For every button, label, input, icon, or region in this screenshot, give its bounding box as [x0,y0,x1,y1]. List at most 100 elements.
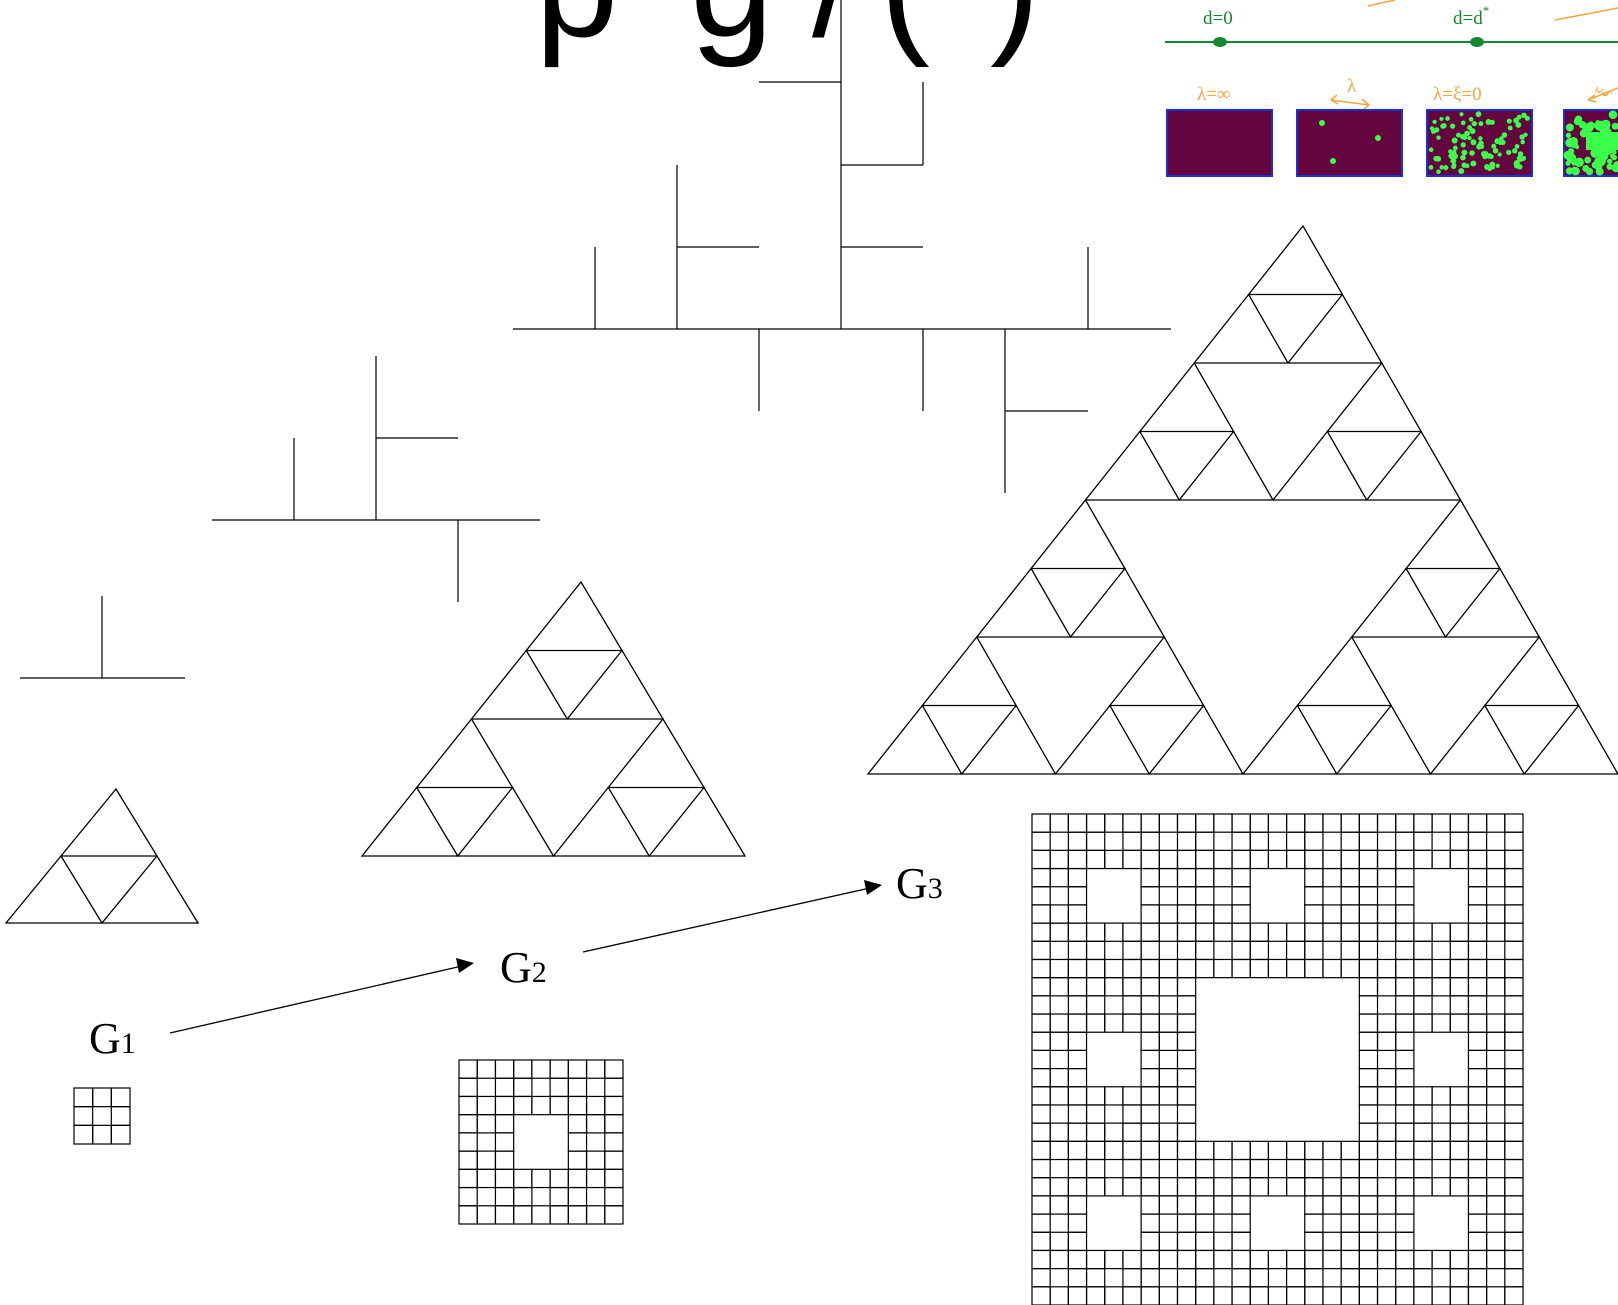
axis-label-dstar-text: d=d [1453,8,1483,29]
sierpinski-carpets [74,814,1523,1305]
carpet-cell [1268,850,1286,868]
carpet-cell [1232,887,1250,905]
carpet-cell [1196,887,1214,905]
carpet-cell [1232,1178,1250,1196]
carpet-cell [1414,1160,1432,1178]
carpet-cell [1141,1069,1159,1087]
carpet-cell [1396,832,1414,850]
cluster-dot [1584,157,1591,164]
carpet-cell [1177,1105,1195,1123]
carpet-cell [1050,850,1068,868]
cluster-dot [1486,119,1492,125]
carpet-cell [1305,814,1323,832]
carpet-cell [1177,978,1195,996]
cluster-dot [1476,111,1482,117]
cluster-dot [1429,147,1434,152]
carpet-cell [495,1115,513,1133]
carpet-cell [1250,941,1268,959]
carpet-cell [1450,978,1468,996]
carpet-cell [1068,850,1086,868]
carpet-cell [1450,941,1468,959]
carpet-cell [1359,832,1377,850]
carpet-cell [495,1169,513,1187]
generation-index: 2 [532,956,547,989]
cluster-dot [1566,124,1574,132]
carpet-cell [1359,996,1377,1014]
carpet-cell [1505,1105,1523,1123]
carpet-cell [1468,996,1486,1014]
cluster-dot [1599,151,1609,161]
carpet-cell [1141,887,1159,905]
carpet-cell [1305,850,1323,868]
carpet-cell [1123,1160,1141,1178]
carpet-cell [1105,1178,1123,1196]
carpet-cell [1123,941,1141,959]
carpet-cell [1323,905,1341,923]
gasket-cell [1056,706,1150,775]
carpet-cell [1196,1178,1214,1196]
carpet-cell [1359,941,1377,959]
carpet-cell [1068,1123,1086,1141]
carpet-cell [1468,814,1486,832]
carpet-cell [1068,978,1086,996]
carpet-cell [1068,869,1086,887]
carpet-cell [1141,1178,1159,1196]
carpet-cell [1177,1232,1195,1250]
gasket-cell [1110,637,1204,706]
carpet-cell [1432,1250,1450,1268]
carpet-cell [1432,1141,1450,1159]
carpet-cell [1468,1105,1486,1123]
carpet-cell [1250,1160,1268,1178]
carpet-cell [1414,1178,1432,1196]
carpet-cell [1359,850,1377,868]
carpet-cell [1087,1141,1105,1159]
carpet-cell [1359,1287,1377,1305]
axis-label-d0: d=0 [1203,8,1233,29]
carpet-cell [1068,832,1086,850]
carpet-cell [568,1060,586,1078]
cluster-dot [1574,118,1581,125]
carpet-cell [1378,1032,1396,1050]
carpet-cell [1159,1178,1177,1196]
carpet-cell [1359,1069,1377,1087]
cluster-dot [1614,162,1618,166]
carpet-cell [1050,1069,1068,1087]
carpet-cell [1050,1287,1068,1305]
arrowhead-icon [456,958,474,973]
carpet-cell [587,1115,605,1133]
carpet-cell [1232,1269,1250,1287]
carpet-cell [1341,941,1359,959]
carpet-cell [1432,1178,1450,1196]
carpet-cell [1032,850,1050,868]
carpet-cell [1450,1105,1468,1123]
carpet-cell [1505,1269,1523,1287]
carpet-cell [1341,923,1359,941]
carpet-cell [568,1151,586,1169]
arrowhead-icon [864,880,882,895]
carpet-cell [1032,869,1050,887]
carpet-cell [1141,1232,1159,1250]
carpet-cell [1450,814,1468,832]
carpet-cell [1068,1232,1086,1250]
cluster-dot [1470,161,1476,167]
gasket-cell [1179,432,1273,501]
cluster-dot [1319,120,1325,126]
carpet-cell [1032,1269,1050,1287]
carpet-cell [1032,1232,1050,1250]
carpet-cell [477,1169,495,1187]
generation-index: 3 [928,872,943,905]
carpet-cell [495,1188,513,1206]
carpet-cell [1505,905,1523,923]
carpet-cell [1032,1141,1050,1159]
carpet-cell [1177,905,1195,923]
carpet-cell [1450,923,1468,941]
carpet-cell [1359,1141,1377,1159]
carpet-cell [1468,1014,1486,1032]
cluster-dot [1429,165,1434,170]
carpet-cell [1177,887,1195,905]
gasket-cell [61,789,157,856]
cluster-dot [1591,123,1596,128]
carpet-cell [1432,1287,1450,1305]
carpet-cell [477,1206,495,1224]
cluster-dot [1507,119,1512,124]
